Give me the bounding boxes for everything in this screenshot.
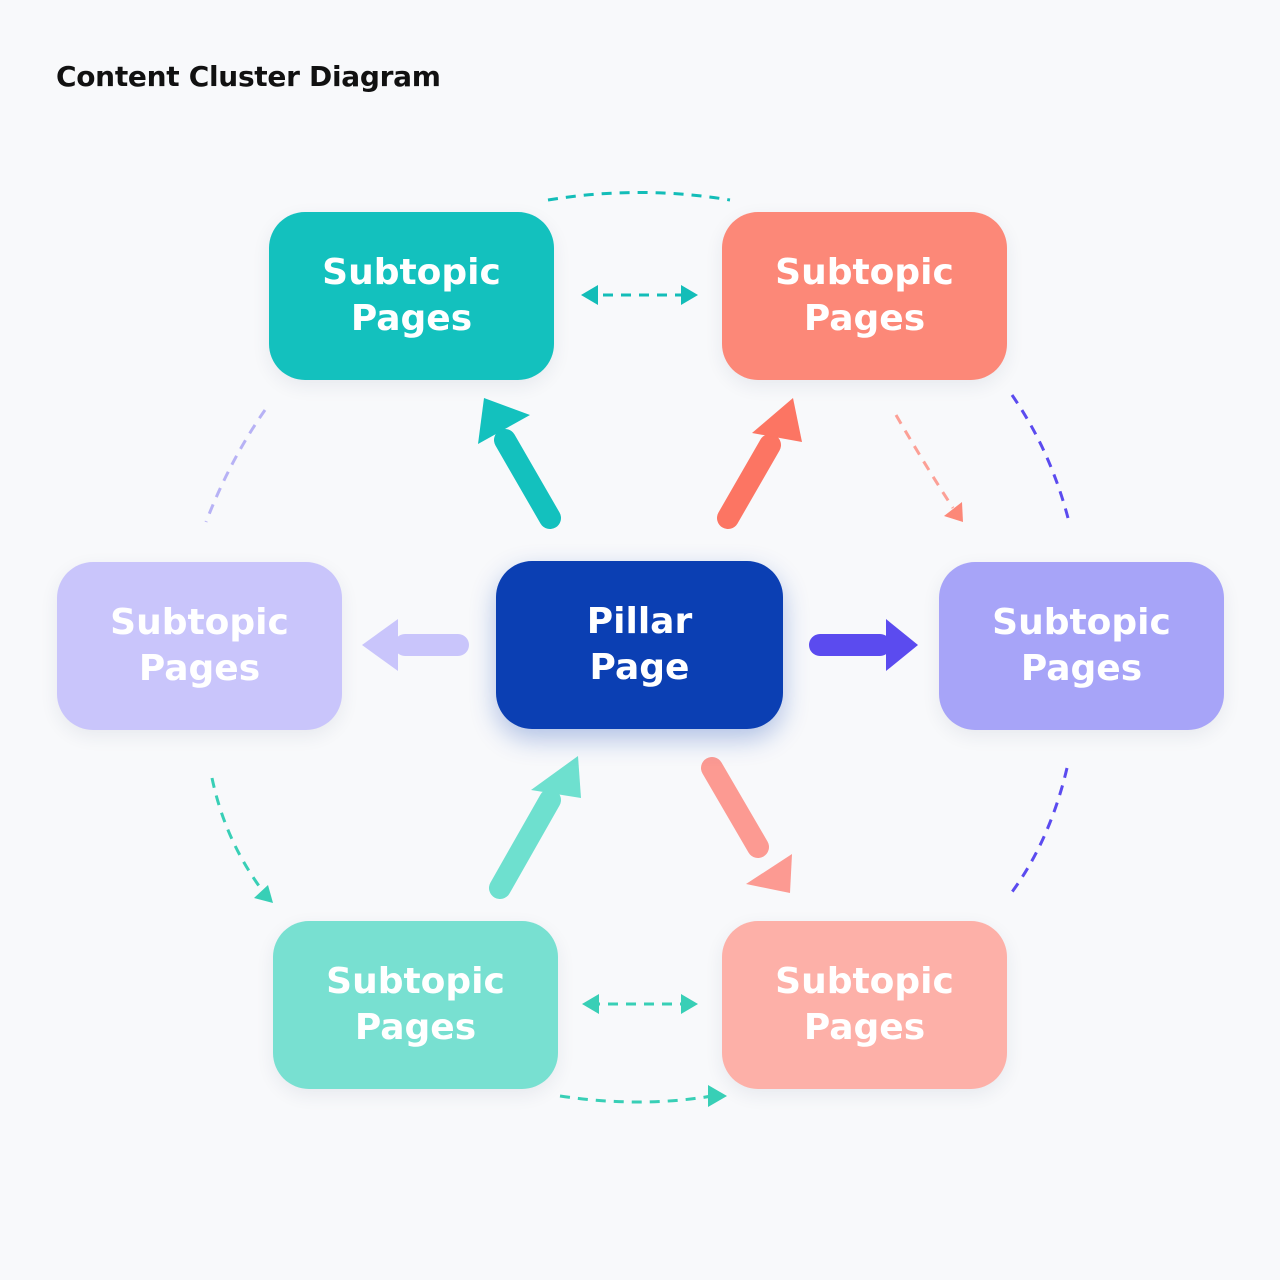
- diagram-title: Content Cluster Diagram: [56, 60, 441, 93]
- arrow-pillar-to-mid-left: [362, 619, 469, 671]
- dashed-right-lower-arc: [1010, 767, 1069, 893]
- subtopic-node-mid-right: Subtopic Pages: [939, 562, 1224, 730]
- subtopic-node-bottom-right: Subtopic Pages: [722, 921, 1007, 1089]
- arrow-bottom-left-to-pillar: [489, 756, 581, 899]
- subtopic-label: Subtopic Pages: [322, 252, 501, 339]
- subtopic-label: Subtopic Pages: [992, 602, 1171, 689]
- subtopic-node-mid-left: Subtopic Pages: [57, 562, 342, 730]
- arrow-pillar-to-top-left: [478, 398, 561, 529]
- pillar-node: Pillar Page: [496, 561, 783, 729]
- subtopic-label: Subtopic Pages: [326, 961, 505, 1048]
- dashed-top-link: [581, 285, 698, 305]
- dashed-top-arc: [547, 191, 731, 202]
- arrow-pillar-to-top-right: [717, 398, 802, 529]
- subtopic-node-top-right: Subtopic Pages: [722, 212, 1007, 380]
- subtopic-label: Subtopic Pages: [775, 252, 954, 339]
- dashed-bottom-arc: [559, 1085, 727, 1107]
- dashed-right-upper-arc: [1010, 394, 1070, 519]
- pillar-label: Pillar Page: [586, 601, 693, 688]
- dashed-top-right-to-mid-right: [894, 414, 963, 522]
- arrow-pillar-to-bottom-right: [701, 757, 792, 893]
- subtopic-node-bottom-left: Subtopic Pages: [273, 921, 558, 1089]
- dashed-left-upper-arc: [204, 409, 267, 523]
- dashed-bottom-link: [582, 994, 698, 1014]
- dashed-mid-left-to-bottom-left: [210, 777, 273, 903]
- subtopic-label: Subtopic Pages: [775, 961, 954, 1048]
- subtopic-node-top-left: Subtopic Pages: [269, 212, 554, 380]
- subtopic-label: Subtopic Pages: [110, 602, 289, 689]
- arrow-pillar-to-mid-right: [809, 619, 918, 671]
